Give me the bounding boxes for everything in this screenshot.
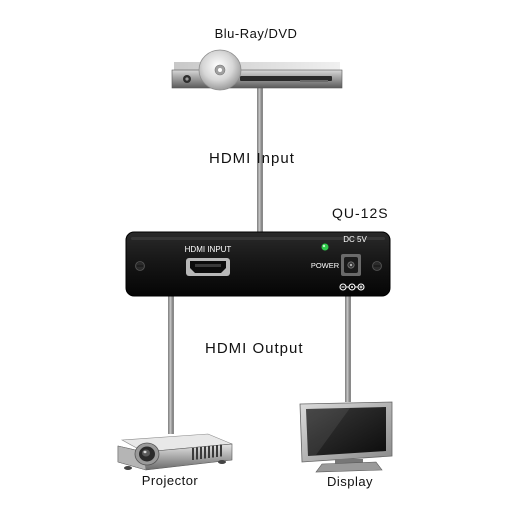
hdmi-input-label: HDMI Input (209, 150, 295, 167)
cables (168, 85, 351, 434)
model-label: QU-12S (332, 205, 389, 221)
source-device-label: Blu-Ray/DVD (214, 26, 298, 41)
dc-label: DC 5V (343, 235, 367, 244)
power-label: POWER (311, 261, 340, 270)
projector-label: Projector (141, 473, 199, 488)
projector-icon (117, 433, 233, 471)
power-led-icon (321, 243, 329, 251)
bluray-player-icon (171, 49, 343, 91)
polarity-icon (339, 283, 365, 291)
qu12s-device: HDMI INPUT POWER DC 5V (125, 231, 391, 297)
display-label: Display (326, 474, 374, 489)
hdmi-input-port-label: HDMI INPUT (185, 245, 232, 254)
hdmi-output-label: HDMI Output (205, 340, 304, 357)
display-monitor-icon (299, 401, 393, 473)
